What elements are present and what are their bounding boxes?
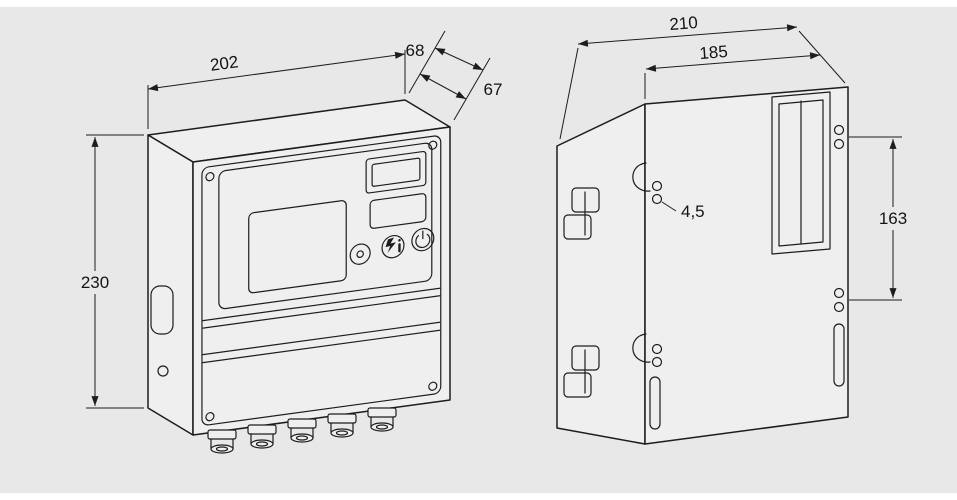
leader-line: [661, 201, 677, 212]
dimension-line: [577, 24, 798, 47]
cable-gland: [247, 424, 277, 449]
segment-display: [371, 157, 421, 187]
dimension-depth-67: 67: [419, 73, 503, 100]
panel-groove-line: [202, 329, 441, 364]
reset-button-dot: [356, 250, 364, 258]
extension-line: [453, 57, 491, 121]
dim-label-width-inner: 185: [699, 42, 729, 63]
corner-screw: [428, 140, 438, 150]
extension-line: [798, 30, 846, 84]
panel-groove-line: [202, 295, 441, 329]
mounting-slot: [833, 323, 845, 387]
mounting-hole: [651, 180, 663, 192]
segment-display-window: [365, 150, 427, 194]
power-button: [411, 227, 435, 252]
mounting-hole: [651, 193, 663, 205]
side-vent-slot: [150, 285, 174, 335]
status-window: [369, 193, 427, 229]
mounting-hole: [833, 287, 845, 299]
dim-label-depth-inner: 67: [484, 80, 503, 99]
dimension-depth-68: 68: [406, 30, 491, 121]
rear-view: 210 185 4,5 163: [556, 13, 915, 445]
side-screw: [157, 365, 169, 377]
label-mask: [871, 207, 915, 230]
mounting-hole: [833, 124, 845, 136]
device-back-face: [644, 86, 849, 445]
corner-screw: [428, 381, 438, 391]
dimension-width-202: 202: [147, 50, 406, 129]
front-isometric-view: 202 68 67 230: [73, 30, 503, 454]
dimension-line: [645, 52, 821, 72]
device-front-face: [192, 126, 451, 436]
dim-label-hole-diameter: 4,5: [681, 202, 705, 221]
panel-groove-line: [202, 321, 441, 356]
extension-line: [559, 47, 579, 140]
info-button: [381, 234, 405, 259]
top-white-margin: [0, 0, 957, 7]
dim-label-hole-spacing: 163: [879, 209, 907, 228]
mounting-hole: [651, 356, 663, 368]
lightning-icon: [385, 237, 396, 253]
cable-gland: [367, 407, 397, 432]
info-icon-stem: [398, 243, 401, 253]
cable-gland: [287, 418, 317, 443]
dimension-height-230: 230: [73, 134, 144, 409]
hinge-upper: [563, 187, 600, 240]
dimension-width-210: 210: [559, 13, 846, 140]
latch-hook: [632, 162, 651, 192]
hinge-lower: [563, 345, 600, 398]
front-panel: [201, 135, 442, 426]
cable-gland: [207, 429, 237, 454]
reset-button: [349, 243, 371, 265]
door-frame: [218, 142, 433, 310]
label-mask: [73, 271, 117, 294]
panel-groove-line: [202, 287, 441, 322]
power-icon: [415, 233, 431, 249]
mounting-hole: [833, 138, 845, 150]
dimension-line: [434, 47, 484, 71]
lcd-display: [248, 200, 347, 294]
extension-line: [408, 30, 446, 94]
dim-label-depth-outer: 68: [406, 41, 425, 60]
dimension-line: [147, 51, 406, 92]
dimension-line: [419, 73, 467, 100]
info-icon: [398, 238, 401, 242]
latch-hook: [632, 333, 651, 363]
mounting-hole: [651, 343, 663, 355]
mounting-slot: [649, 376, 661, 430]
device-left-face: [147, 134, 194, 436]
bottom-white-margin: [0, 493, 957, 500]
dimension-hole-diameter: 4,5: [661, 201, 705, 221]
dim-label-width: 202: [209, 52, 240, 75]
corner-screw: [205, 172, 215, 182]
device-hinge-side-face: [556, 103, 646, 445]
dim-label-width-outer: 210: [669, 13, 699, 34]
mounting-hole: [833, 301, 845, 313]
dim-label-height: 230: [81, 273, 109, 292]
corner-screw: [205, 412, 215, 422]
dimension-hole-spacing-163: 163: [849, 136, 915, 301]
dimension-width-185: 185: [644, 42, 821, 99]
mount-recess: [771, 91, 831, 255]
panel-inset-frame: [201, 135, 442, 426]
cable-gland: [327, 413, 357, 438]
